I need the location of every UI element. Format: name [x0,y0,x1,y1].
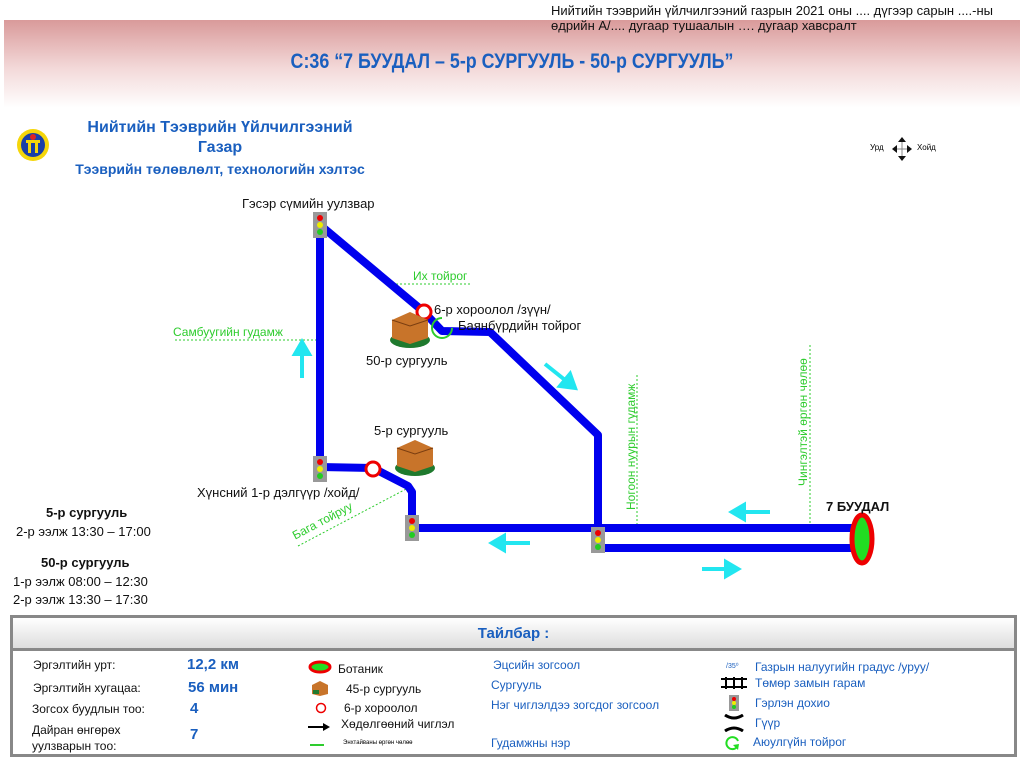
stop-geser: Гэсэр сүмийн уулзвар [242,196,375,211]
org-logo-icon [17,129,49,161]
baga-toiruu-line [297,487,409,547]
compass-west-label: Урд [870,143,884,152]
org-name-line1: Нийтийн Тээврийн Үйлчилгээний [87,119,353,136]
legend-slope: Газрын налуугийн градус /уруу/ [755,660,930,674]
legend-railway: Төмөр замын гарам [755,676,866,690]
stat-stops-label: Зогсох буудлын тоо: [32,702,145,716]
legend-avenue: Энхтайваны өргөн чөлөө [343,740,413,746]
school5-shift: 2-р ээлж 13:30 – 17:00 [16,524,151,539]
street-chingeltei: Чингэлтэй өргөн чөлөө [796,358,810,486]
circle-marker-icon [315,702,327,714]
legend-traffic-light: Гэрлэн дохио [755,696,830,710]
stop-bayanburd: Баянбүрдийн тойрог [458,318,582,333]
compass-east-label: Хойд [917,143,936,152]
appendix-note: Нийтийн тээврийн үйлчилгээний газрын 202… [551,3,994,33]
khuns-marker [364,460,382,478]
slope-mark: /35⁰ [726,663,739,670]
stat-stops-value: 4 [190,700,199,717]
legend-roundabout: Аюулгүйн тойрог [753,735,847,749]
stat-duration-value: 56 мин [188,679,239,696]
traffic-light-icons [313,212,605,553]
legend-street-name: Гудамжны нэр [491,736,571,750]
direction-arrow-icon [308,723,330,731]
legend-oneway-stop: Нэг чиглэлдээ зогсдог зогсоол [491,698,660,712]
traffic-light-icon [729,695,739,711]
legend-panel: Тайлбар : Эргэлтийн урт: 12,2 км Эргэлти… [10,615,1017,757]
legend-botanik: Ботаник [338,662,383,676]
legend-bridge: Гүүр [755,716,781,730]
org-name-line2: Газар [197,139,243,156]
stop-khoroolol6: 6-р хороолол /зүүн/ [434,302,551,317]
stop-school50: 50-р сургууль [366,353,448,368]
school5-title: 5-р сургууль [46,505,128,520]
stop-school5: 5-р сургууль [374,423,449,438]
terminal-ellipse-icon [308,660,332,674]
stop-terminal: 7 БУУДАЛ [826,499,890,514]
street-sambuu: Самбуугийн гудамж [173,325,283,339]
legend-khoroolol: 6-р хороолол [344,701,418,715]
safe-roundabout-icon [725,736,739,751]
stop-khuns: Хүнсний 1-р дэлгүүр /хойд/ [197,485,360,500]
route-line [316,221,860,552]
terminal-ellipse [849,512,875,566]
title-band [4,20,1020,108]
stat-duration-label: Эргэлтийн хугацаа: [33,681,141,695]
legend-direction: Хөдөлгөөний чиглэл [341,717,455,731]
stat-length-label: Эргэлтийн урт: [33,658,116,672]
route-map [175,212,875,580]
route-title: С:36 “7 БУУДАЛ – 5-р СУРГУУЛЬ - 50-р СУР… [290,50,734,73]
school-building-icons [390,312,435,476]
legend-school: 45-р сургууль [346,682,422,696]
stat-intersections-value: 7 [190,726,199,743]
railway-crossing-icon [721,677,747,689]
compass-icon [892,137,912,161]
org-department: Тээврийн төлөвлөлт, технологийн хэлтэс [75,161,365,177]
school-icon [312,681,328,696]
green-line-icon [310,744,324,746]
direction-arrows [291,338,770,580]
legend-terminal-stop: Эцсийн зогсоол [493,658,581,672]
school50-shift1: 1-р ээлж 08:00 – 12:30 [13,574,148,589]
school50-title: 50-р сургууль [41,555,130,570]
roundabout-icon [431,317,453,339]
bridge-icon [724,714,744,732]
school50-shift2: 2-р ээлж 13:30 – 17:30 [13,592,148,607]
stat-intersections-label: Дайран өнгөрөх уулзварын тоо: [32,723,121,753]
street-nogoon: Ногоон нуурын гудамж [624,383,638,510]
legend-title: Тайлбар : [13,618,1014,651]
legend-school-text: Сургууль [491,678,542,692]
stat-length-value: 12,2 км [187,656,239,673]
street-ikh: Их тойрог [413,269,468,283]
